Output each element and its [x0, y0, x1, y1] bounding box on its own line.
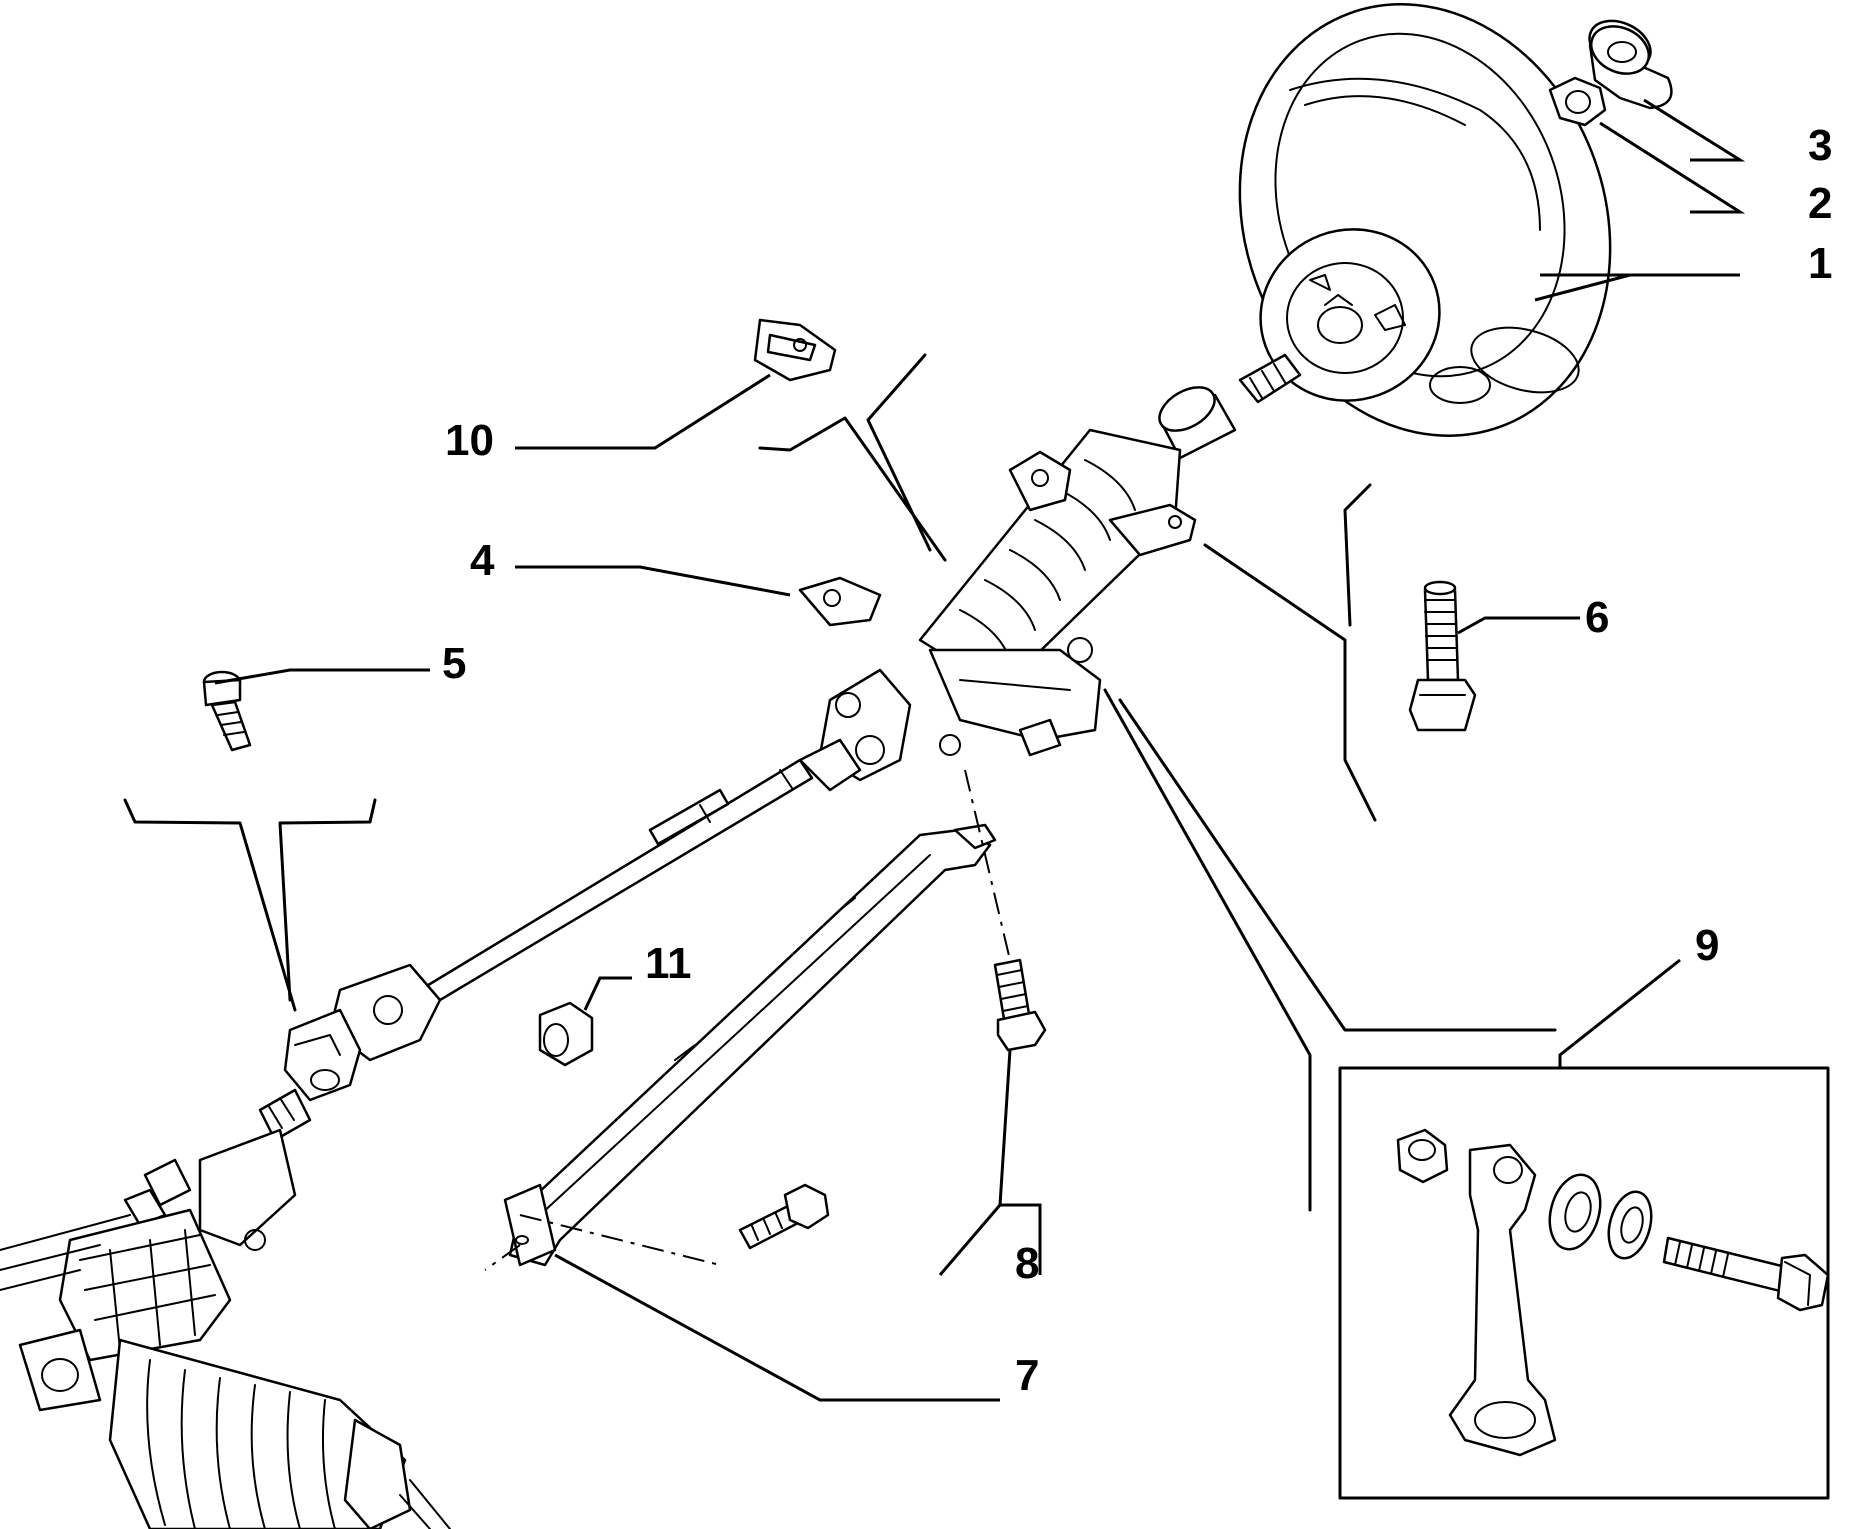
part-support-bar: [503, 823, 997, 1267]
bracket-lines: [123, 353, 1557, 1212]
part-steering-column: [798, 353, 1302, 792]
leader-lines: [214, 98, 1746, 1402]
part-bolt-8b: [738, 1183, 830, 1250]
callout-8: 8: [1015, 1239, 1039, 1288]
part-nut-11: [538, 1001, 594, 1067]
detail-box-9: [1338, 1066, 1830, 1500]
part-cover-cap: [1588, 19, 1673, 110]
callout-3: 3: [1808, 121, 1832, 170]
callout-2: 2: [1808, 179, 1832, 228]
callout-5: 5: [442, 639, 466, 688]
part-bolt-8a: [993, 958, 1047, 1052]
part-bolt-6: [1408, 580, 1477, 732]
part-clip: [753, 318, 837, 382]
callout-6: 6: [1585, 593, 1609, 642]
part-steering-rack: [0, 1088, 451, 1529]
callout-4: 4: [470, 536, 495, 585]
part-universal-joint: [283, 963, 442, 1102]
callout-labels: 1 2 3 4 5 6 7 8 9 10 11: [442, 121, 1832, 1400]
callout-1: 1: [1808, 239, 1832, 288]
center-lines: [484, 769, 1011, 1271]
part-nut: [1548, 76, 1607, 127]
callout-10: 10: [445, 416, 494, 465]
callout-7: 7: [1015, 1351, 1039, 1400]
part-steering-wheel: [1238, 3, 1612, 437]
part-intermediate-shaft: [418, 758, 814, 1008]
part-bolt-5: [202, 670, 252, 752]
callout-11: 11: [645, 939, 692, 988]
callout-9: 9: [1695, 921, 1719, 970]
